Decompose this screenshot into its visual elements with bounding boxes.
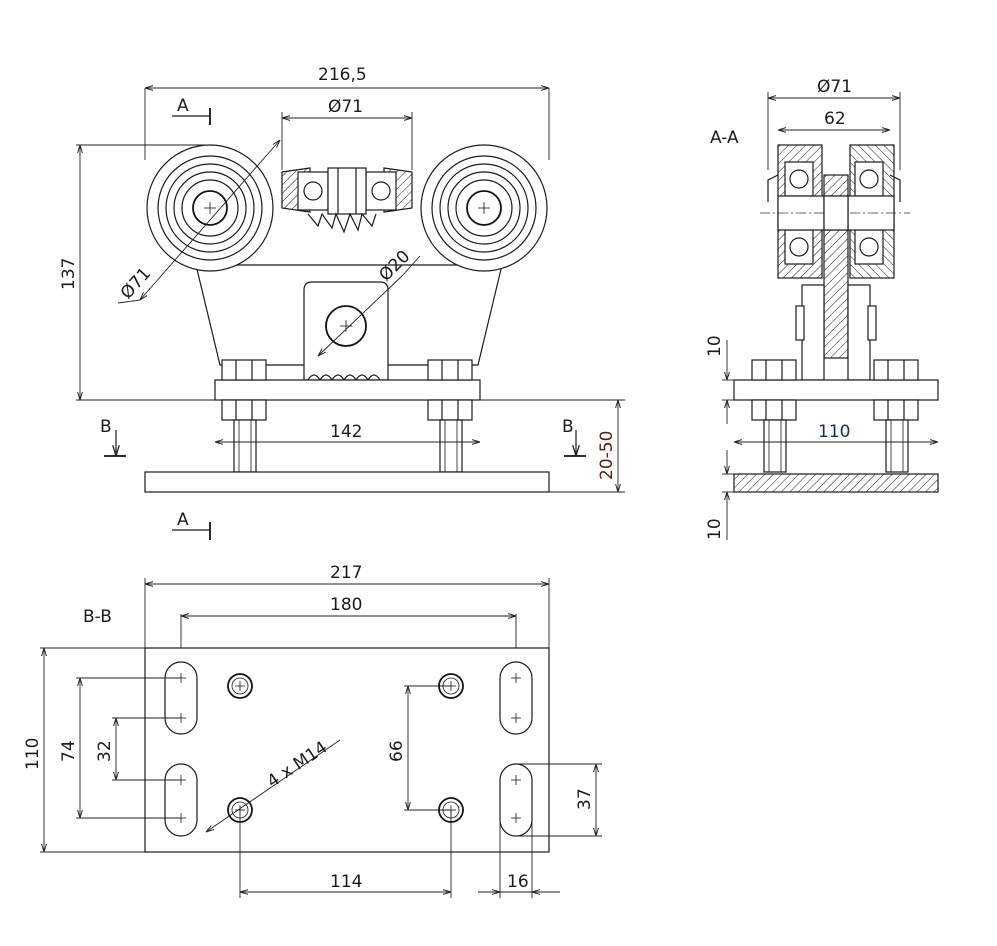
dim-aa-bolt: 110	[734, 422, 938, 442]
overall-width-label: 216,5	[318, 65, 367, 85]
bottom-plate	[144, 471, 550, 493]
section-a-top-label: A	[177, 96, 189, 116]
bb-slot-spacing-label: 180	[330, 595, 362, 615]
dim-aa-top-plate: 10	[705, 335, 734, 424]
section-b-right-label: B	[562, 417, 574, 437]
dim-bb-hole-horizontal: 114	[239, 810, 452, 898]
right-wheel	[420, 144, 548, 272]
adjust-range-label: 20-50	[597, 431, 617, 480]
section-a-bottom-label: A	[177, 510, 189, 530]
section-bb-title: B-B	[83, 607, 112, 627]
dim-aa-bottom-plate: 10	[705, 450, 734, 540]
aa-outer-dia-label: Ø71	[817, 77, 852, 97]
dim-bb-hole-vertical: 66	[387, 685, 451, 811]
dim-bb-slot-length: 37	[516, 763, 602, 837]
center-wheel-dia-label: Ø71	[328, 97, 363, 117]
aa-bolt-spacing-label: 110	[818, 422, 850, 442]
bb-slot-outer-label: 74	[59, 740, 79, 762]
section-bb: B-B 217 180	[23, 563, 602, 898]
pin-block	[303, 281, 389, 382]
aa-inner-width-label: 62	[824, 109, 846, 129]
dim-bb-slot-outer: 74	[59, 677, 181, 819]
bb-width-label: 217	[330, 563, 362, 583]
dim-aa-outer: Ø71	[767, 77, 901, 170]
bb-slot-inner-label: 32	[95, 740, 115, 762]
bb-slot-width-label: 16	[507, 872, 529, 892]
left-wheel-dia-label: Ø71	[117, 264, 155, 303]
left-wheel	[146, 144, 274, 272]
bb-slot-length-label: 37	[575, 788, 595, 810]
dim-bb-slot-inner: 32	[95, 717, 181, 781]
bb-height-label: 110	[23, 738, 43, 770]
center-bearing	[281, 167, 413, 234]
bb-hole-vertical-label: 66	[387, 740, 407, 762]
dim-aa-inner: 62	[778, 109, 890, 130]
aa-bottom-plate-label: 10	[705, 518, 725, 540]
bolt-spacing-label: 142	[330, 422, 362, 442]
section-aa: A-A Ø71 62	[705, 77, 939, 540]
dim-height: 137	[59, 144, 216, 401]
dim-bb-width: 217	[144, 563, 550, 648]
top-plate	[214, 359, 481, 421]
section-aa-title: A-A	[710, 128, 739, 148]
front-view: 216,5 A Ø71	[59, 65, 625, 540]
section-marker-b-left: B	[100, 417, 126, 457]
bb-hole-horizontal-label: 114	[330, 872, 362, 892]
section-marker-b-right: B	[562, 417, 586, 457]
aa-top-plate-label: 10	[705, 335, 725, 357]
section-b-left-label: B	[100, 417, 112, 437]
dim-adjust: 20-50	[480, 399, 625, 493]
section-marker-a-bottom: A	[172, 510, 211, 540]
dim-bb-slot-spacing: 180	[180, 595, 517, 662]
bb-plate	[144, 647, 550, 853]
dim-bb-height: 110	[23, 647, 145, 853]
dim-bolt-spacing: 142	[215, 422, 480, 442]
dim-bb-slot-width: 16	[478, 800, 560, 898]
section-marker-a-top: A	[172, 96, 211, 125]
height-label: 137	[59, 258, 79, 290]
dim-center-wheel: Ø71	[281, 97, 413, 170]
